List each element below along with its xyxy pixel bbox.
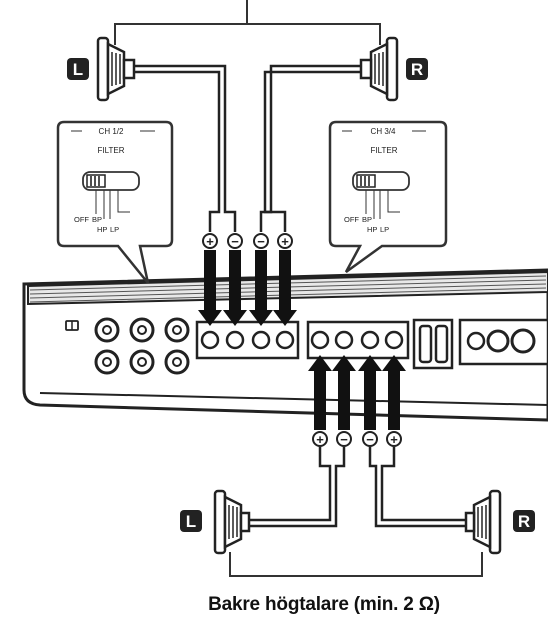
rear-left-speaker [213, 489, 251, 555]
svg-text:HP: HP [97, 225, 107, 234]
svg-text:LP: LP [380, 225, 389, 234]
filter-callout-right: CH 3/4 FILTER OFF BP HP LP [328, 120, 448, 274]
svg-text:R: R [411, 60, 423, 79]
remote-ground-jacks [458, 318, 548, 366]
svg-text:+: + [206, 234, 214, 249]
callout-right-channel: CH 3/4 [371, 127, 396, 136]
svg-text:+: + [316, 432, 324, 447]
front-polarity-markers: + − − + [202, 233, 293, 249]
svg-text:HP: HP [367, 225, 377, 234]
front-left-speaker [96, 36, 136, 102]
svg-text:R: R [518, 512, 530, 531]
front-terminal-block [195, 320, 300, 360]
power-terminals [412, 318, 454, 370]
rear-right-badge: R [513, 510, 535, 532]
rear-right-speaker [464, 489, 502, 555]
svg-text:OFF: OFF [344, 215, 359, 224]
svg-text:OFF: OFF [74, 215, 89, 224]
front-left-badge: L [67, 58, 89, 80]
filter-callout-left: CH 1/2 FILTER OFF BP HP LP [56, 120, 174, 284]
svg-text:−: − [231, 234, 239, 249]
rear-speaker-wires [240, 447, 470, 528]
svg-text:LP: LP [110, 225, 119, 234]
svg-text:L: L [73, 60, 83, 79]
svg-text:BP: BP [362, 215, 372, 224]
front-wire-arrows [198, 250, 297, 326]
front-right-badge: R [406, 58, 428, 80]
svg-text:−: − [257, 234, 265, 249]
callout-left-channel: CH 1/2 [99, 127, 124, 136]
callout-left-label: FILTER [98, 146, 125, 155]
front-right-speaker [359, 36, 399, 102]
svg-text:+: + [281, 234, 289, 249]
svg-text:L: L [186, 512, 196, 531]
callout-right-label: FILTER [371, 146, 398, 155]
rear-wire-arrows [308, 355, 406, 430]
rear-left-badge: L [180, 510, 202, 532]
svg-text:−: − [366, 432, 374, 447]
svg-text:−: − [340, 432, 348, 447]
rear-polarity-markers: + − − + [312, 431, 402, 447]
front-speaker-wires [134, 64, 361, 232]
rear-terminal-block [306, 320, 410, 360]
svg-text:BP: BP [92, 215, 102, 224]
rca-input-jacks [94, 317, 190, 375]
rear-speakers-caption: Bakre högtalare (min. 2 Ω) [208, 594, 440, 615]
svg-text:+: + [390, 432, 398, 447]
